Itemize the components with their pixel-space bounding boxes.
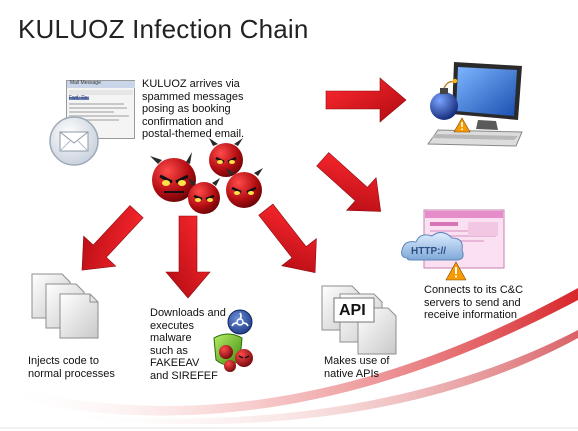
arrow-to-computer — [325, 77, 407, 123]
infected-computer-icon — [418, 60, 526, 152]
cnc-line: Connects to its C&C — [424, 284, 524, 296]
arrow-to-api — [258, 203, 317, 274]
arrival-line: spammed messages — [142, 90, 244, 103]
page-title: KULUOZ Infection Chain — [18, 14, 309, 44]
malware-payload-icon — [204, 308, 266, 374]
download-line: such as — [150, 344, 188, 357]
cnc-line: servers to send and — [424, 296, 521, 309]
api-description: Makes use of native APIs — [324, 355, 389, 380]
arrival-description: KULUOZ arrives via spammed messages posi… — [142, 78, 244, 141]
inject-description: Injects code to normal processes — [28, 355, 115, 380]
http-label: HTTP:// — [411, 246, 446, 257]
email-window-sender: Fwd: Re: — [69, 95, 90, 101]
arrival-line: postal-themed email. — [142, 128, 245, 140]
download-description: Downloads and executes malware such as F… — [150, 307, 226, 382]
download-line: malware — [150, 332, 192, 344]
inject-line: Injects code to — [28, 355, 99, 367]
malware-creatures-icon — [146, 138, 266, 220]
arrival-line: confirmation and — [142, 115, 224, 128]
inject-line: normal processes — [28, 367, 115, 380]
stacked-documents-icon — [30, 272, 102, 342]
api-line: Makes use of — [324, 355, 390, 367]
email-window-title: Mail Message — [70, 80, 101, 86]
api-line: native APIs — [324, 367, 380, 380]
arrival-line: posing as booking — [142, 103, 231, 115]
download-line: executes — [150, 319, 195, 332]
arrival-line: KULUOZ arrives via — [142, 78, 240, 90]
arrow-to-inject — [81, 205, 144, 271]
download-line: and SIREFEF — [150, 369, 218, 382]
arrow-to-download — [165, 215, 211, 299]
api-label: API — [339, 302, 366, 319]
download-line: Downloads and — [150, 307, 226, 319]
envelope-icon — [48, 115, 100, 167]
arrow-to-cnc — [316, 152, 382, 212]
cnc-description: Connects to its C&C servers to send and … — [424, 284, 523, 322]
download-line: FAKEEAV — [150, 357, 200, 369]
cnc-line: receive information — [424, 309, 517, 321]
api-documents-icon — [320, 284, 402, 356]
cnc-server-icon — [398, 209, 508, 290]
